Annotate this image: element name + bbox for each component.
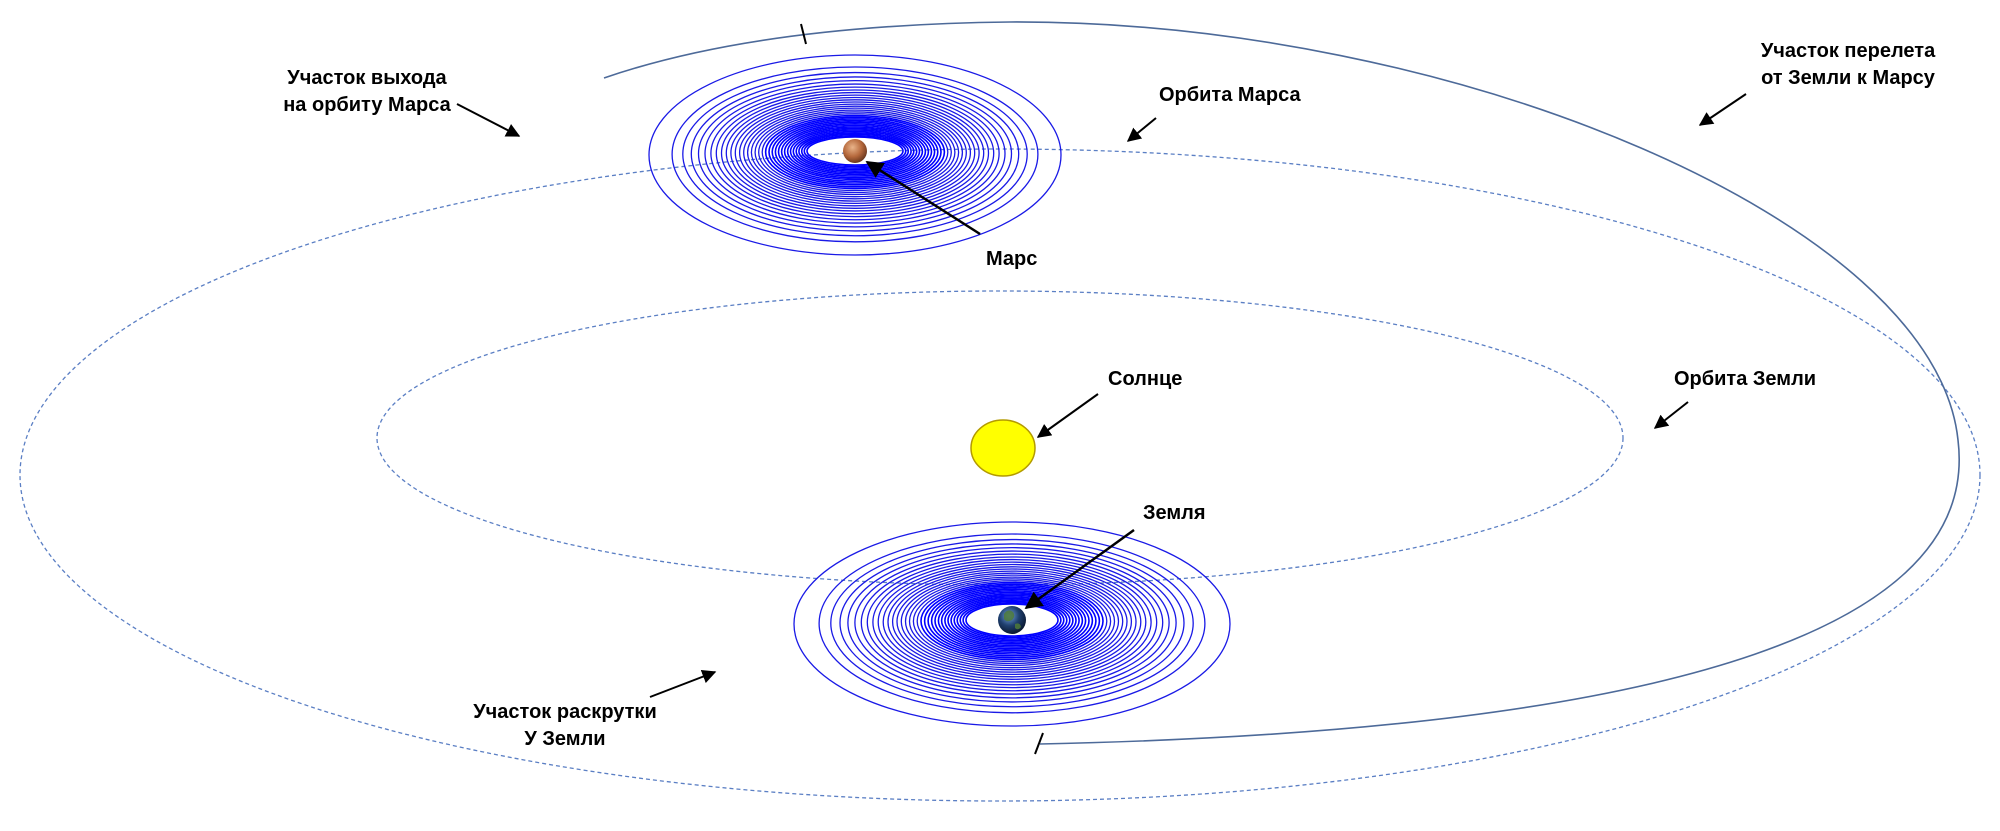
spiral-loop xyxy=(789,127,921,176)
spiral-loop xyxy=(908,576,1116,667)
spiral-loop xyxy=(758,111,952,194)
label-mars-exit: Участок выхода на орбиту Марса xyxy=(283,67,451,116)
spiral-loop xyxy=(887,566,1137,678)
spiral-loop xyxy=(927,585,1097,657)
spiral-loop xyxy=(725,94,985,212)
earth-continent-shape xyxy=(1004,610,1021,630)
spiral-loop xyxy=(959,600,1065,640)
spiral-loop xyxy=(783,124,927,179)
arrow-sun xyxy=(1036,393,1099,438)
spiral-loop xyxy=(965,603,1059,637)
mars-orbit-path xyxy=(19,148,1981,802)
spiral-loop xyxy=(947,594,1077,647)
label-sun: Солнце xyxy=(1108,368,1183,390)
spiral-loop xyxy=(761,113,949,192)
spiral-loop xyxy=(930,586,1094,655)
spiral-loop xyxy=(793,521,1231,727)
transfer-trajectory xyxy=(603,21,1960,745)
label-earth: Земля xyxy=(1143,502,1206,524)
spiral-loop xyxy=(872,558,1152,686)
spiral-loop xyxy=(697,79,1013,228)
spiral-loop xyxy=(715,89,995,218)
label-mars-orbit: Орбита Марса xyxy=(1159,84,1301,106)
spiral-loop xyxy=(734,99,976,207)
spiral-loop xyxy=(730,96,980,209)
arrow-mars-orbit xyxy=(1126,117,1157,142)
spiral-loop xyxy=(956,599,1068,642)
spiral-loop xyxy=(882,563,1142,680)
earth-orbit-path xyxy=(376,290,1624,586)
spiral-loop xyxy=(704,83,1006,224)
sun-icon xyxy=(970,419,1036,477)
spiral-loop xyxy=(750,107,960,198)
spiral-loop xyxy=(795,130,915,172)
spiral-loop xyxy=(818,533,1206,714)
arrow-earth-orbit xyxy=(1653,401,1689,429)
spiral-loop xyxy=(798,132,912,171)
spiral-loop xyxy=(746,105,964,200)
spiral-loop xyxy=(671,66,1039,243)
spiral-loop xyxy=(934,588,1090,654)
spiral-loop xyxy=(944,593,1080,648)
label-earth-spiral: Участок раскрутки У Земли xyxy=(473,701,657,750)
mars-exit-spiral xyxy=(648,54,1062,256)
spiral-loop xyxy=(896,570,1128,673)
spiral-loop xyxy=(830,538,1194,708)
spiral-loop xyxy=(774,119,936,184)
spiral-loop xyxy=(937,590,1087,652)
arrow-transfer xyxy=(1698,93,1747,126)
arrow-earth-spiral xyxy=(649,669,717,698)
spiral-loop xyxy=(950,596,1074,645)
spiral-loop xyxy=(866,556,1158,689)
label-mars: Марс xyxy=(986,248,1038,270)
transfer-start-tick xyxy=(1034,732,1044,755)
spiral-loop xyxy=(891,568,1133,676)
label-transfer: Участок перелета от Земли к Марсу xyxy=(1760,40,1936,89)
spiral-loop xyxy=(780,123,930,181)
spiral-loop xyxy=(768,116,942,188)
spiral-loop xyxy=(777,121,933,183)
arrow-mars-exit xyxy=(456,103,521,137)
spiral-loop xyxy=(743,103,967,202)
spiral-loop xyxy=(900,572,1124,671)
arrow-mars xyxy=(865,160,981,236)
spiral-loop xyxy=(860,553,1164,692)
spiral-loop xyxy=(738,101,972,205)
spiral-loop xyxy=(920,581,1104,661)
spiral-loop xyxy=(682,71,1028,237)
spiral-loop xyxy=(803,134,907,168)
spiral-loop xyxy=(904,574,1120,669)
arrow-earth xyxy=(1024,528,1135,610)
spiral-loop xyxy=(877,561,1147,683)
spiral-loop xyxy=(854,550,1170,695)
spiral-loop xyxy=(792,129,918,174)
spiral-loop xyxy=(648,54,1062,256)
spiral-loop xyxy=(916,580,1108,663)
spiral-loop xyxy=(806,136,904,166)
spiral-loop xyxy=(786,126,924,177)
spiral-loop xyxy=(847,546,1177,699)
spiral-loop xyxy=(771,118,939,186)
spiral-loop xyxy=(953,597,1071,643)
spiral-loop xyxy=(940,591,1084,650)
spiral-loop xyxy=(800,133,910,169)
spiral-loop xyxy=(962,601,1062,639)
transfer-end-tick xyxy=(800,23,807,45)
spiral-loop xyxy=(923,583,1101,659)
earth-spin-spiral xyxy=(793,521,1231,727)
spiral-loop xyxy=(690,76,1020,232)
spiral-loop xyxy=(912,578,1112,665)
spiral-loop xyxy=(754,109,956,196)
spiral-loop xyxy=(720,91,990,215)
mars-planet-icon xyxy=(843,139,867,163)
spiral-loop xyxy=(710,86,1000,221)
spiral-loop xyxy=(839,543,1185,703)
label-earth-orbit: Орбита Земли xyxy=(1674,368,1817,390)
spiral-loop xyxy=(764,114,946,190)
